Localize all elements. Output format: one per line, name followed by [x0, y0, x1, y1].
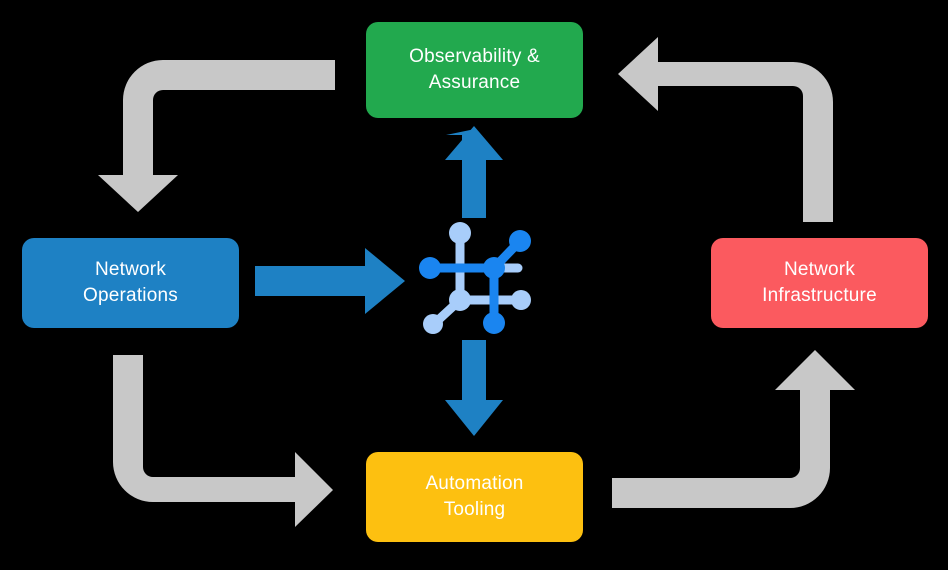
connector-operations-to-center	[255, 248, 405, 314]
node-label-automation-tooling: Automation Tooling	[425, 473, 524, 520]
node-automation-tooling[interactable]: Automation Tooling	[366, 452, 583, 542]
node-network-infrastructure[interactable]: Network Infrastructure	[711, 238, 928, 328]
network-nodes-primary	[419, 230, 531, 334]
node-observability-and-assurance[interactable]: Observability & Assurance	[366, 22, 583, 118]
connector-automation-to-infrastructure	[612, 350, 855, 508]
connector-operations-to-automation	[113, 355, 333, 527]
node-label-network-infrastructure: Network Infrastructure	[762, 259, 877, 306]
connector-center-to-automation	[445, 340, 503, 436]
connector-center-to-observability	[445, 126, 503, 218]
connector-observability-to-operations	[98, 60, 335, 212]
node-network-operations[interactable]: Network Operations	[22, 238, 239, 328]
connector-infrastructure-to-observability	[618, 37, 833, 222]
node-label-observability: Observability & Assurance	[409, 46, 540, 93]
network-nodes-secondary	[423, 222, 531, 334]
network-topology-icon	[418, 218, 536, 336]
node-label-network-operations: Network Operations	[83, 259, 178, 306]
